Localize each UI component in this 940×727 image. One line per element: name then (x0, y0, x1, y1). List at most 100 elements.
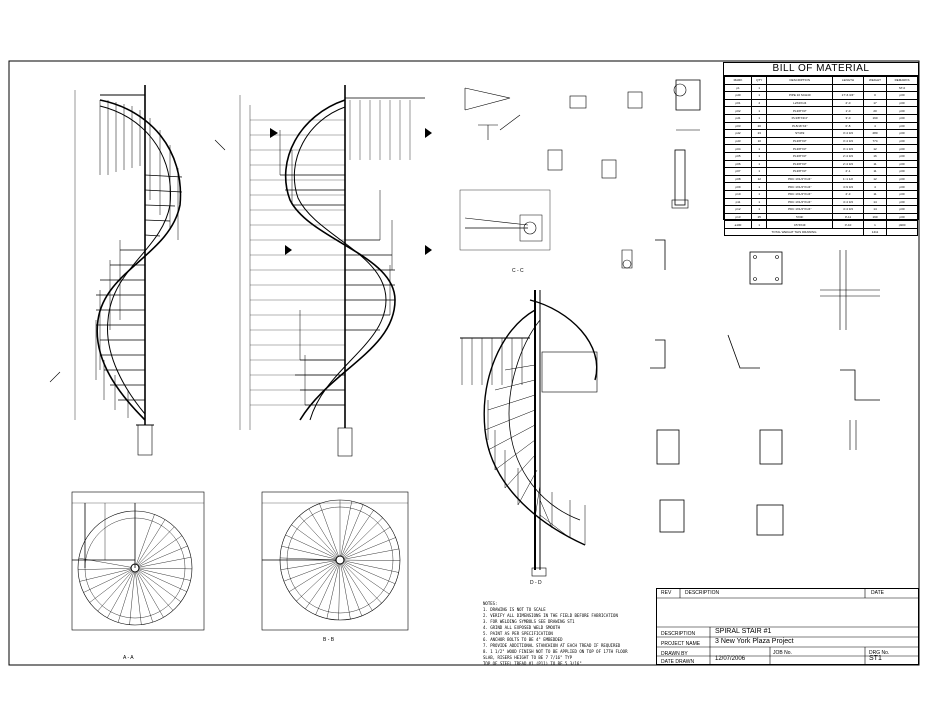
note-item: 2. VERIFY ALL DIMENSIONS IN THE FIELD BE… (483, 613, 618, 618)
bom-col-header: LENGTH (832, 76, 864, 85)
tread-line (315, 563, 339, 615)
bom-cell: p04 (723, 144, 753, 153)
bom-cell: PL3/8"X3" (766, 167, 834, 176)
project-name-label: PROJECT NAME (661, 641, 701, 647)
bom-cell: p00 (886, 182, 918, 191)
tread-line (299, 515, 338, 558)
bom-cell: 1 (751, 167, 768, 176)
bom-cell: 1 (751, 205, 768, 214)
tread-line (340, 563, 351, 620)
date-drawn-label: DATE DRAWN (661, 659, 695, 665)
bom-cell: p07 (723, 167, 753, 176)
bom-cell: ST4X9 (766, 129, 834, 138)
bom-cell: p01 (723, 98, 753, 108)
tread-line (138, 535, 183, 566)
bom-cell: p10 (723, 189, 753, 199)
description-value: SPIRAL STAIR #1 (715, 628, 772, 635)
bom-cell: PDC 1X1/4"X1/4" (766, 197, 834, 207)
bom-cell: C5 5X4F (766, 220, 834, 229)
tread-line (342, 510, 374, 557)
tread-line (343, 548, 400, 560)
bom-cell: p08 (723, 174, 753, 184)
tread-line (280, 560, 337, 570)
tread-line (129, 571, 135, 625)
bom-cell: 0'-11 (832, 212, 864, 222)
bom-cell: p900 (886, 220, 918, 229)
bom-cell: 3'-0 (832, 113, 864, 123)
bom-col-header: DESCRIPTION (766, 76, 834, 85)
bom-cell: 11 (862, 159, 888, 169)
tread-line (342, 562, 382, 604)
bom-cell: 3'-1 3/4 (832, 144, 864, 153)
tread-line (341, 563, 363, 616)
bom-cell: 1 (862, 220, 888, 229)
bom-cell: 0 (862, 91, 888, 100)
bom-cell: 16 (862, 151, 888, 161)
bom-cell: 23 (751, 129, 768, 138)
tread-line (83, 569, 132, 593)
bom-col-header: QTY (751, 76, 768, 85)
bom-cell: 12 (862, 144, 888, 153)
bom-cell: p00 (886, 159, 918, 169)
bom-cell: p06 (723, 159, 753, 169)
bom-cell: 5X4F (766, 212, 834, 222)
title-block: REV DESCRIPTION DATE DESCRIPTION SPIRAL … (656, 588, 919, 665)
bom-cell: 4 (862, 182, 888, 191)
tread-line (319, 503, 339, 557)
bom-cell: PDC 1X1/4"X1/4" (766, 189, 834, 199)
bom-cell: 25 (751, 212, 768, 222)
bom-cell: 2'-0 (832, 98, 864, 108)
bom-cell: p1 (723, 83, 753, 93)
tread-line (138, 570, 182, 602)
rev-date-label: DATE (871, 590, 884, 596)
tread-line (285, 534, 337, 559)
titleblock-lines (656, 588, 919, 665)
note-item: 6. ANCHOR BOLTS TO BE 4" EMBEDDED (483, 637, 563, 642)
elevation-middle (239, 85, 432, 457)
bom-cell: PL3/8"X3" (766, 151, 834, 161)
bom-cell: 1 (751, 83, 768, 93)
bom-cell: 12 (751, 174, 768, 184)
tread-line (78, 557, 132, 568)
bom-cell: 20 (751, 121, 768, 131)
tread-line (343, 561, 396, 584)
plan-aa (71, 491, 205, 631)
note-item: 5. PAINT AS PER SPECIFICATION (483, 631, 553, 636)
tread-line (137, 526, 175, 566)
note-item: 4. GRIND ALL EXPOSED WELD SMOOTH (483, 625, 561, 630)
bom-cell: PL3/8"X3" (766, 159, 834, 169)
project-name-value: 3 New York Plaza Project (715, 638, 794, 645)
bom-cell: 0'-8 (832, 121, 864, 131)
bom-cell: PL3/8"X3" (766, 136, 834, 146)
bom-cell: p00 (886, 205, 918, 214)
bom-cell: pd0 (723, 91, 753, 100)
bom-cell: 774 (862, 136, 888, 146)
tread-line (326, 563, 340, 619)
bom-col-header: REMARKS (886, 76, 918, 85)
note-item: 1. DRAWING IS NOT TO SCALE (483, 607, 546, 612)
drg-no-label: DRG No. (869, 650, 890, 656)
tread-line (305, 563, 338, 610)
section-label-cc: C - C (512, 268, 524, 274)
tread-line (296, 562, 338, 602)
tread-line (136, 514, 155, 565)
bom-cell: 1 (751, 182, 768, 191)
tread-line (340, 501, 352, 557)
section-dd-3d (460, 290, 598, 577)
description-label: DESCRIPTION (661, 631, 696, 637)
note-item: TOP OF STEEL TREAD #1 (P11) TO BE 5 3/16… (483, 661, 582, 666)
note-item: 7. PROVIDE ADDITIONAL STANCHION AT EACH … (483, 643, 621, 648)
bom-cell: L2X2X1/4 (766, 98, 834, 108)
